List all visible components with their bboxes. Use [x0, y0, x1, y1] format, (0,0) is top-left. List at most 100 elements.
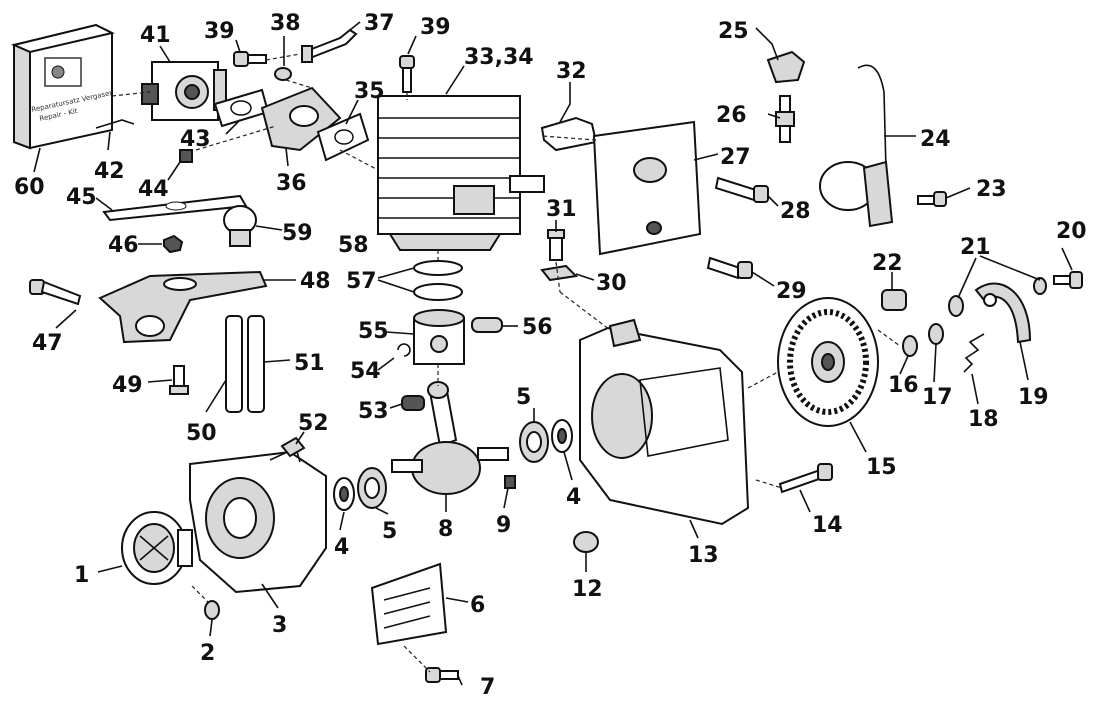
label-part-12: 12 — [572, 577, 603, 602]
part-52-gasket — [280, 436, 306, 458]
label-part-1: 1 — [74, 563, 89, 588]
part-35-gasket — [316, 112, 370, 162]
part-2-washer — [204, 600, 220, 620]
label-part-45: 45 — [66, 185, 97, 210]
part-17-nut — [928, 323, 944, 345]
label-part-4a: 4 — [334, 535, 349, 560]
label-part-3: 3 — [272, 613, 287, 638]
part-46-nut — [163, 234, 184, 254]
part-57-ring-lower — [413, 283, 463, 301]
part-31-screw — [547, 229, 565, 261]
part-28-bolt — [714, 176, 769, 203]
label-part-20: 20 — [1056, 219, 1087, 244]
label-part-37: 37 — [364, 11, 395, 36]
part-12-sleeve — [573, 531, 599, 553]
part-42-wire — [95, 119, 135, 129]
label-part-27: 27 — [720, 145, 751, 170]
label-part-9: 9 — [496, 513, 511, 538]
label-part-39a: 39 — [204, 19, 235, 44]
label-part-5a: 5 — [382, 519, 397, 544]
part-36-intake-flange — [260, 86, 342, 152]
part-21-washer — [948, 295, 964, 317]
label-part-59: 59 — [282, 221, 313, 246]
label-part-47: 47 — [32, 331, 63, 356]
part-29-bolt — [706, 256, 753, 280]
part-33-34-cylinder — [377, 95, 545, 251]
label-part-29: 29 — [776, 279, 807, 304]
label-part-17: 17 — [922, 385, 953, 410]
part-22-sleeve — [881, 289, 907, 311]
label-part-52: 52 — [298, 411, 329, 436]
label-part-56: 56 — [522, 315, 553, 340]
part-7-screw — [425, 667, 459, 683]
label-part-5b: 5 — [516, 385, 531, 410]
part-15-flywheel — [777, 297, 879, 427]
part-14-bolt — [778, 463, 833, 494]
part-55-piston — [413, 309, 465, 365]
label-part-6: 6 — [470, 593, 485, 618]
part-32-gasket — [540, 116, 598, 152]
label-part-55: 55 — [358, 319, 389, 344]
label-part-38: 38 — [270, 11, 301, 36]
label-part-8: 8 — [438, 517, 453, 542]
part-25-plug-cap — [766, 50, 806, 84]
part-50-hose — [225, 315, 243, 413]
part-48-intake-manifold — [98, 270, 268, 344]
label-part-32: 32 — [556, 59, 587, 84]
label-part-2: 2 — [200, 641, 215, 666]
label-part-39b: 39 — [420, 15, 451, 40]
part-39-screw-right — [399, 55, 415, 93]
label-part-58: 58 — [338, 233, 369, 258]
part-45-plate-hole — [165, 201, 187, 211]
part-19-clutch-shoe — [974, 282, 1032, 344]
label-part-43: 43 — [180, 127, 211, 152]
label-part-14: 14 — [812, 513, 843, 538]
label-part-28: 28 — [780, 199, 811, 224]
part-37-lever — [301, 28, 358, 63]
label-part-19: 19 — [1018, 385, 1049, 410]
label-part-60: 60 — [14, 175, 45, 200]
label-part-30: 30 — [596, 271, 627, 296]
part-1-drive-pulley — [121, 511, 193, 585]
part-number-labels: 1 2 3 4 4 5 5 6 7 8 9 12 13 14 15 16 17 … — [14, 11, 1087, 700]
part-39-screw-left — [233, 51, 267, 67]
part-41-carburetor — [141, 61, 227, 121]
part-23-screw — [917, 191, 947, 207]
label-part-23: 23 — [976, 177, 1007, 202]
part-57-ring-upper — [413, 260, 463, 276]
label-part-49: 49 — [112, 373, 143, 398]
part-21-washer-2 — [1033, 277, 1047, 295]
label-part-44: 44 — [138, 177, 169, 202]
part-54-circlip — [397, 343, 411, 357]
label-part-18: 18 — [968, 407, 999, 432]
part-18-spring — [963, 333, 985, 373]
part-5-bearing-right — [519, 421, 549, 463]
part-26-spark-plug — [775, 95, 795, 143]
part-30-washer — [540, 264, 579, 282]
part-9-key — [504, 475, 516, 489]
label-part-33-34: 33,34 — [464, 45, 534, 70]
part-3-crankcase-half — [189, 446, 327, 594]
assembly-guide-lines — [111, 53, 901, 673]
label-part-41: 41 — [140, 23, 171, 48]
part-43-gasket — [213, 88, 270, 128]
label-part-7: 7 — [480, 675, 495, 700]
label-part-36: 36 — [276, 171, 307, 196]
label-part-50: 50 — [186, 421, 217, 446]
label-part-53: 53 — [358, 399, 389, 424]
part-27-cylinder-cover — [592, 120, 702, 256]
part-60-repair-kit-box: Reparatursatz Vergaser Repair - Kit — [10, 23, 115, 150]
part-47-bolt — [29, 279, 82, 306]
label-part-48: 48 — [300, 269, 331, 294]
label-part-4b: 4 — [566, 485, 581, 510]
part-5-bearing-left — [357, 467, 387, 509]
label-part-15: 15 — [866, 455, 897, 480]
label-part-13: 13 — [688, 543, 719, 568]
label-part-22: 22 — [872, 251, 903, 276]
part-59-primer-bulb — [223, 205, 257, 247]
label-part-57: 57 — [346, 269, 377, 294]
part-49-screw — [169, 365, 189, 395]
leader-lines — [33, 21, 1073, 686]
label-part-54: 54 — [350, 359, 381, 384]
label-part-31: 31 — [546, 197, 577, 222]
